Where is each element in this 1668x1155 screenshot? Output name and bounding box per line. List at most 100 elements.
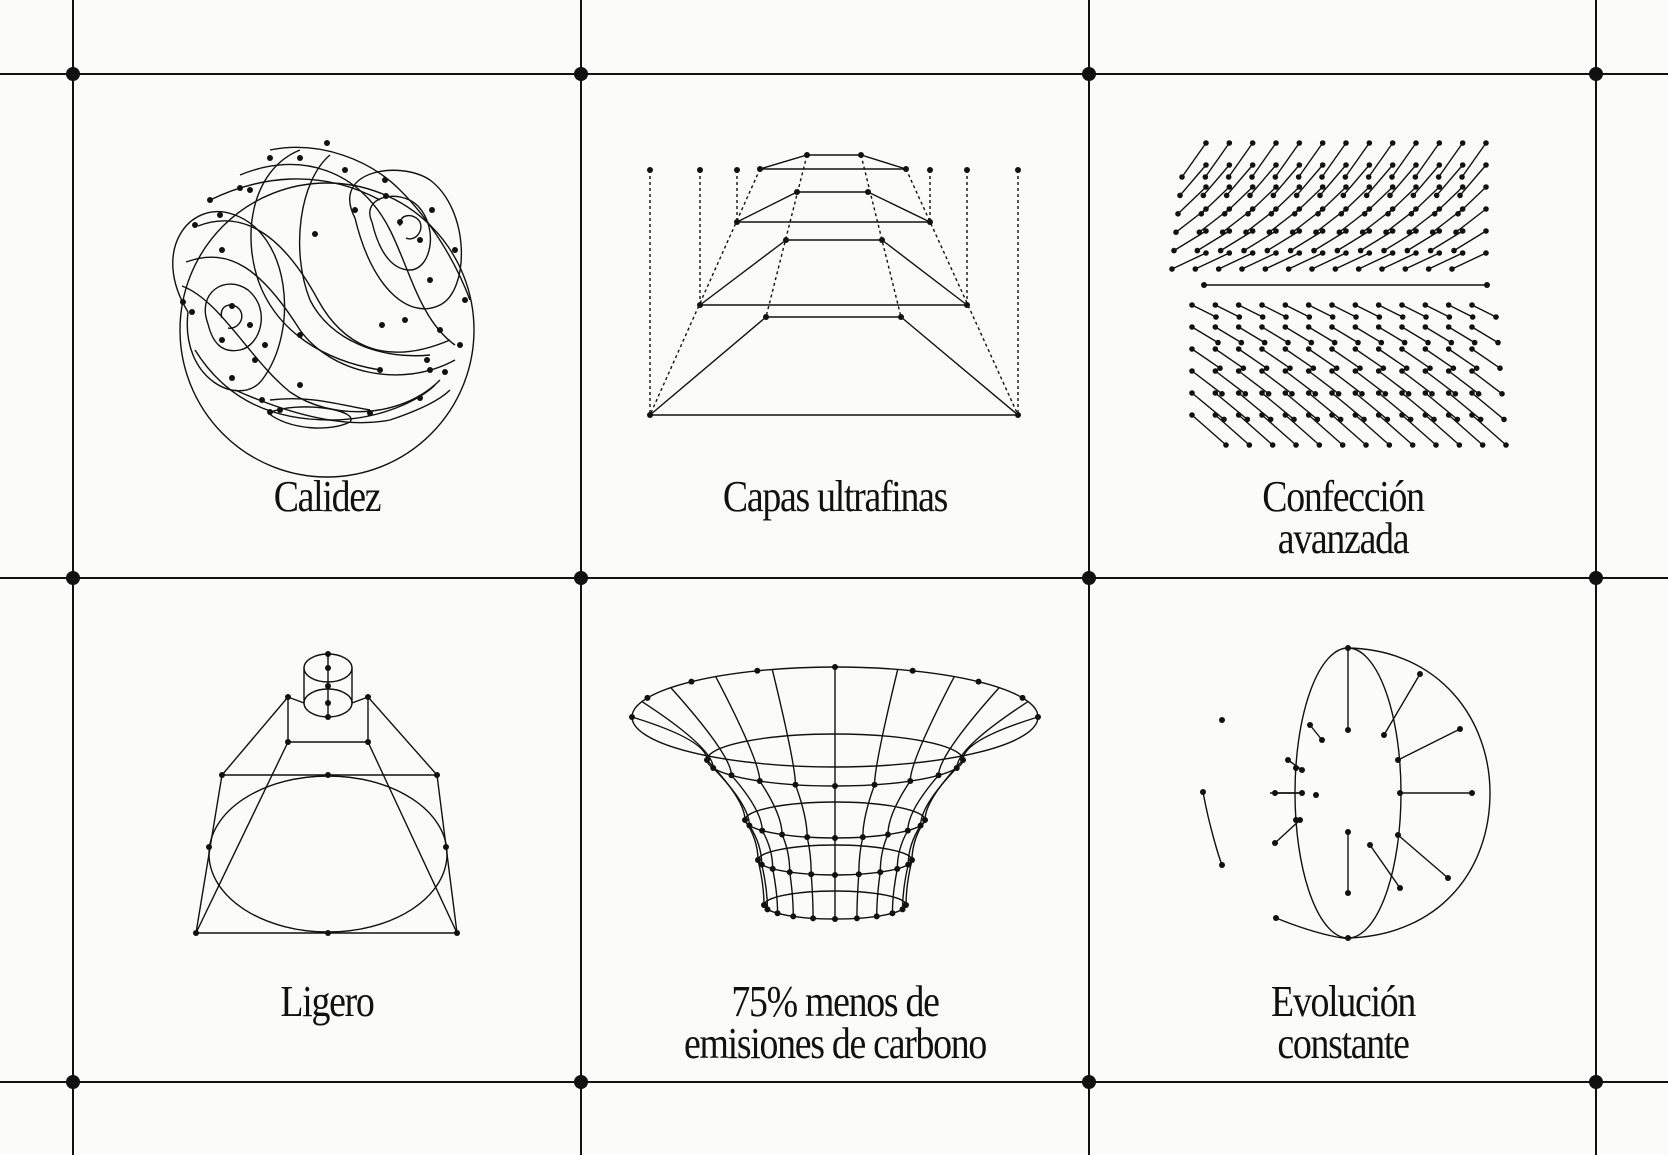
node-dot [1305,368,1312,374]
node-dot [1296,250,1303,256]
node-dot [1287,365,1293,372]
node-dot [1422,412,1429,418]
node-dot [1429,391,1435,397]
node-dot [1249,140,1256,146]
node-dot [1219,229,1226,235]
node-dot [1283,314,1289,320]
node-dot [889,910,896,917]
node-dot [904,827,911,834]
node-dot [1353,314,1359,320]
node-dot [1293,817,1299,823]
node-dot [1289,391,1295,397]
node-dot [297,382,303,388]
node-dot [734,219,740,225]
node-dot [786,869,793,876]
node-dot [1422,302,1429,308]
node-dot [1436,140,1443,146]
node-dot [1456,442,1463,448]
node-dot [1239,266,1245,272]
node-dot [1319,140,1326,146]
node-dot [1241,247,1247,254]
node-dot [1436,184,1443,190]
node-dot [437,327,443,333]
node-dot [1282,302,1289,308]
node-dot [1249,174,1255,180]
node-dot [402,317,408,323]
node-dot [365,739,371,745]
node-dot [1249,206,1256,212]
node-dot [1308,339,1315,346]
node-dot [427,277,433,283]
node-dot [1493,314,1499,320]
node-dot [1259,390,1265,396]
node-dot [1389,140,1396,146]
node-dot [964,167,970,173]
node-dot [935,772,942,779]
node-dot [1296,184,1303,190]
node-dot [769,865,776,872]
node-dot [832,916,838,922]
node-dot [832,783,838,789]
node-dot [1436,162,1443,168]
grid-node-dot [66,571,80,585]
node-dot [1389,250,1396,256]
node-dot [1473,365,1480,372]
grid-node-dot [1082,571,1096,585]
node-dot [1291,211,1298,217]
node-dot [1173,229,1179,235]
label-line: Confección [1262,472,1425,521]
node-dot [1215,339,1221,346]
node-dot [1189,302,1195,308]
node-dot [644,694,651,701]
node-dot [325,683,331,689]
node-dot [325,772,331,778]
node-dot [1329,314,1336,320]
node-dot [1338,211,1345,217]
node-dot [865,189,871,195]
node-dot [1329,324,1335,330]
node-dot [252,357,258,363]
node-dot [1376,314,1383,320]
node-dot [457,342,463,348]
node-dot [1295,174,1302,180]
node-dot [808,871,815,878]
node-dot [1189,412,1195,418]
node-dot [1282,324,1289,330]
node-dot [1265,391,1272,397]
node-dot [1305,302,1312,308]
node-dot [688,678,695,685]
node-dot [1305,390,1312,396]
node-dot [1378,339,1385,346]
node-dot [1261,339,1268,346]
node-dot [742,817,748,823]
node-dot [1273,250,1279,256]
grid-node-dot [66,1075,80,1089]
node-dot [429,207,435,213]
node-dot [1221,211,1228,217]
node-dot [1366,206,1373,212]
node-dot [1314,416,1321,423]
node-dot [1413,206,1419,212]
node-dot [647,167,653,173]
node-dot [219,247,225,253]
node-dot [325,651,331,657]
node-dot [229,303,235,309]
node-dot [1408,211,1415,217]
node-dot [285,694,291,700]
node-dot [1305,412,1312,418]
node-dot [1329,302,1335,308]
node-dot [1483,162,1489,168]
node-dot [262,342,268,348]
node-dot [1403,365,1410,372]
node-dot [1226,140,1233,146]
node-dot [1238,339,1245,346]
node-dot [1459,174,1465,180]
node-dot [1212,346,1219,352]
node-dot [779,831,786,838]
node-dot [1242,391,1249,397]
node-dot [1429,229,1436,235]
node-dot [377,367,383,373]
node-dot [909,857,915,863]
node-dot [1436,250,1443,256]
label-line: 75% menos de [731,977,940,1026]
